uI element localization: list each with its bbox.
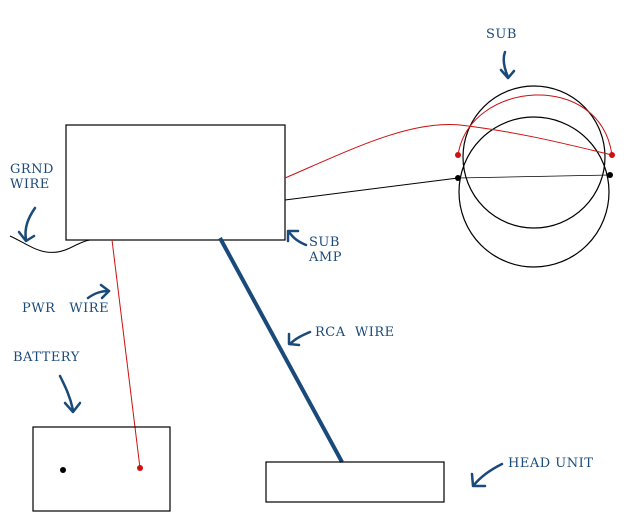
amp-to-sub-negative-wire bbox=[284, 177, 459, 201]
grnd-label-line1: GRND bbox=[10, 162, 54, 177]
sub-label: SUB bbox=[486, 27, 517, 42]
grnd-arrow-icon bbox=[17, 206, 37, 243]
battery-positive-terminal bbox=[137, 465, 143, 471]
amp-label-line2: AMP bbox=[308, 250, 342, 265]
sub-terminal-red-right bbox=[609, 152, 615, 158]
battery-arrow-icon bbox=[58, 374, 82, 414]
subwoofer bbox=[458, 85, 610, 268]
grnd-label-line2: WIRE bbox=[10, 177, 50, 192]
rca-wire bbox=[218, 237, 344, 463]
amp-arrow-icon bbox=[286, 229, 308, 247]
amp-label-line1: SUB bbox=[309, 235, 340, 250]
sub-front-circle bbox=[462, 85, 606, 229]
rca-arrow-icon bbox=[287, 330, 312, 347]
battery-label: BATTERY bbox=[13, 350, 80, 365]
amp-to-sub-positive-wire bbox=[284, 123, 613, 179]
head-unit-arrow-icon bbox=[470, 462, 504, 488]
sub-terminal-black-left bbox=[455, 175, 461, 181]
sub-back-circle bbox=[458, 116, 610, 268]
battery-box bbox=[32, 426, 171, 512]
sub-terminal-black-right bbox=[607, 172, 613, 178]
sub-terminal-red-left bbox=[455, 152, 461, 158]
head-unit-box bbox=[265, 461, 445, 503]
sub-red-arc bbox=[457, 94, 613, 156]
sub-arrow-icon bbox=[499, 50, 516, 80]
sub-negative-link bbox=[457, 174, 611, 179]
pwr-arrow-icon bbox=[86, 283, 111, 300]
rca-wire-label: RCA WIRE bbox=[315, 325, 395, 340]
ground-wire bbox=[9, 235, 91, 253]
sub-amp-box bbox=[65, 124, 286, 241]
pwr-wire-label: PWR WIRE bbox=[22, 301, 109, 316]
battery-negative-terminal bbox=[60, 467, 66, 473]
head-unit-label: HEAD UNIT bbox=[508, 456, 593, 471]
power-wire bbox=[111, 239, 141, 469]
